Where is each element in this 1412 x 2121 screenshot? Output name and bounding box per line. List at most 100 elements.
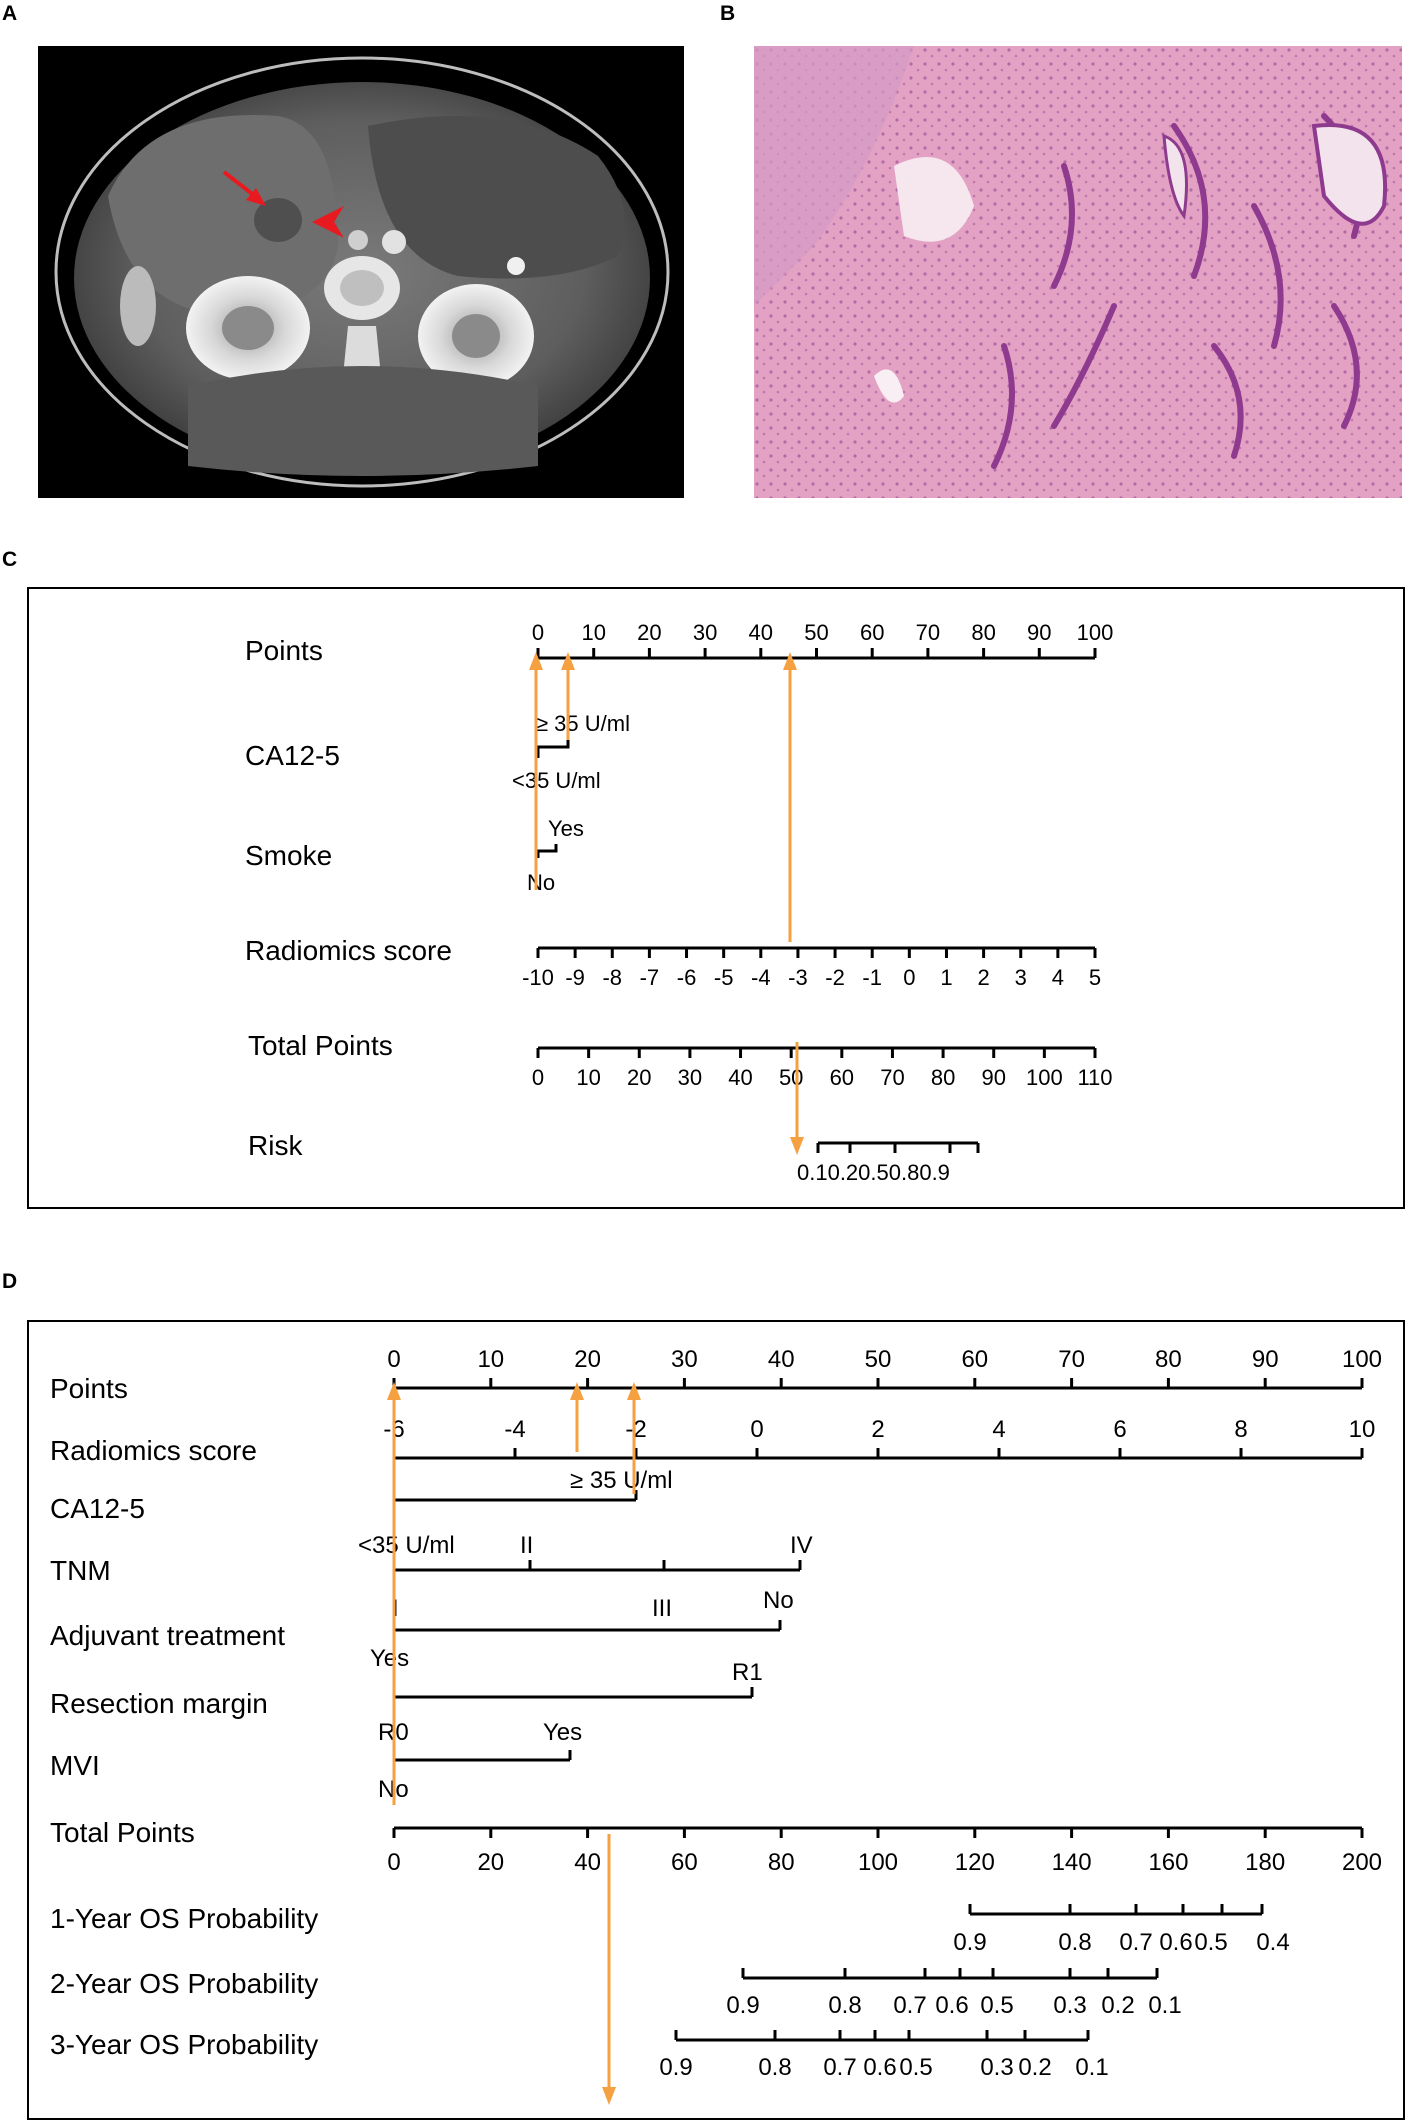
d-total-tick-label: 200 bbox=[1342, 1849, 1382, 1876]
d-points-tick-label: 0 bbox=[387, 1346, 400, 1373]
d-total-tick-label: 40 bbox=[574, 1849, 601, 1876]
d-tnm-ii-label: II bbox=[520, 1532, 533, 1559]
d-os1-tick-label: 0.4 bbox=[1256, 1929, 1289, 1956]
c-arrow-smoke-head-icon bbox=[529, 652, 543, 670]
d-arrow-probability-head-icon bbox=[602, 2087, 616, 2105]
c-total-tick-label: 50 bbox=[779, 1065, 803, 1090]
d-os3-tick-label: 0.6 bbox=[863, 2054, 896, 2081]
red-arrow-icon bbox=[246, 188, 266, 206]
c-total-tick-label: 0 bbox=[532, 1065, 544, 1090]
c-arrow-radiomics-head-icon bbox=[783, 652, 797, 670]
d-points-tick-label: 30 bbox=[671, 1346, 698, 1373]
d-os2-tick-label: 0.2 bbox=[1101, 1992, 1134, 2019]
d-total-tick-label: 80 bbox=[768, 1849, 795, 1876]
d-total-tick-label: 160 bbox=[1148, 1849, 1188, 1876]
d-os3-tick-label: 0.1 bbox=[1075, 2054, 1108, 2081]
d-points-tick-label: 20 bbox=[574, 1346, 601, 1373]
d-total-tick-label: 60 bbox=[671, 1849, 698, 1876]
c-total-tick-label: 10 bbox=[576, 1065, 600, 1090]
nomogram-d-row-labels: Points Radiomics score CA12-5 TNM Adjuva… bbox=[50, 1373, 318, 2060]
c-radiomics-tick-label: -2 bbox=[825, 965, 845, 990]
c-ca125-low-label: <35 U/ml bbox=[512, 768, 601, 793]
c-radiomics-tick-label: -5 bbox=[714, 965, 734, 990]
c-radiomics-tick-label: -7 bbox=[640, 965, 660, 990]
c-radiomics-tick-label: 2 bbox=[977, 965, 989, 990]
panel-label-a: A bbox=[2, 2, 18, 25]
c-arrow-risk-head-icon bbox=[790, 1137, 804, 1155]
d-total-tick-label: 0 bbox=[387, 1849, 400, 1876]
c-radiomics-tick-label: 4 bbox=[1052, 965, 1064, 990]
c-radiomics-tick-label: 5 bbox=[1089, 965, 1101, 990]
d-os3-tick-label: 0.9 bbox=[659, 2054, 692, 2081]
d-adj-no-label: No bbox=[763, 1587, 794, 1614]
d-os1-tick-label: 0.8 bbox=[1058, 1929, 1091, 1956]
panel-label-d: D bbox=[2, 1270, 18, 1293]
d-os3-tick-label: 0.5 bbox=[899, 2054, 932, 2081]
d-label-adjuvant: Adjuvant treatment bbox=[50, 1620, 285, 1651]
c-points-tick-label: 60 bbox=[860, 620, 884, 645]
d-os2-tick-label: 0.8 bbox=[828, 1992, 861, 2019]
d-label-os1: 1-Year OS Probability bbox=[50, 1903, 318, 1934]
d-margin-r1-label: R1 bbox=[732, 1659, 763, 1686]
d-adj-yes-label: Yes bbox=[370, 1645, 409, 1672]
d-radiomics-tick-label: 0 bbox=[750, 1416, 763, 1443]
d-label-ca125: CA12-5 bbox=[50, 1493, 145, 1524]
c-total-tick-label: 60 bbox=[830, 1065, 854, 1090]
d-radiomics-tick-label: 10 bbox=[1349, 1416, 1376, 1443]
c-points-tick-label: 50 bbox=[804, 620, 828, 645]
c-risk-tick-labels: 0.10.20.50.80.9 bbox=[797, 1160, 950, 1185]
c-radiomics-tick-label: -6 bbox=[677, 965, 697, 990]
c-radiomics-tick-label: -4 bbox=[751, 965, 771, 990]
c-points-tick-label: 100 bbox=[1077, 620, 1114, 645]
c-category-labels: ≥ 35 U/ml <35 U/ml Yes No bbox=[512, 711, 630, 895]
d-os2-tick-label: 0.5 bbox=[980, 1992, 1013, 2019]
d-label-total: Total Points bbox=[50, 1817, 195, 1848]
d-label-points: Points bbox=[50, 1373, 128, 1404]
d-label-os2: 2-Year OS Probability bbox=[50, 1968, 318, 1999]
d-os1-tick-label: 0.5 bbox=[1194, 1929, 1227, 1956]
d-mvi-yes-label: Yes bbox=[543, 1719, 582, 1746]
d-points-tick-label: 10 bbox=[477, 1346, 504, 1373]
d-points-tick-label: 40 bbox=[768, 1346, 795, 1373]
d-os3-tick-label: 0.3 bbox=[980, 2054, 1013, 2081]
c-points-tick-label: 90 bbox=[1027, 620, 1051, 645]
d-os1-tick-label: 0.6 bbox=[1159, 1929, 1192, 1956]
c-points-tick-label: 70 bbox=[916, 620, 940, 645]
c-points-tick-label: 80 bbox=[971, 620, 995, 645]
c-total-tick-label: 110 bbox=[1077, 1065, 1112, 1090]
c-smoke-no-label: No bbox=[527, 870, 555, 895]
c-points-tick-label: 0 bbox=[532, 620, 544, 645]
d-tnm-iii-label: III bbox=[652, 1595, 672, 1622]
c-total-tick-label: 20 bbox=[627, 1065, 651, 1090]
d-points-tick-label: 50 bbox=[865, 1346, 892, 1373]
d-points-tick-label: 70 bbox=[1058, 1346, 1085, 1373]
d-total-tick-label: 100 bbox=[858, 1849, 898, 1876]
c-smoke-yes-label: Yes bbox=[548, 816, 584, 841]
panel-c-frame bbox=[27, 587, 1405, 1209]
d-os2-tick-label: 0.7 bbox=[893, 1992, 926, 2019]
c-label-radiomics: Radiomics score bbox=[245, 935, 452, 966]
c-total-tick-label: 70 bbox=[880, 1065, 904, 1090]
d-radiomics-tick-label: -2 bbox=[625, 1416, 646, 1443]
d-total-tick-label: 140 bbox=[1052, 1849, 1092, 1876]
d-category-labels: ≥ 35 U/ml <35 U/ml II IV I III No Yes R1… bbox=[358, 1467, 813, 1803]
c-ca125-high-label: ≥ 35 U/ml bbox=[536, 711, 630, 736]
c-label-total: Total Points bbox=[248, 1030, 393, 1061]
d-arrow-column-head-icon bbox=[387, 1382, 401, 1400]
d-os3-tick-label: 0.2 bbox=[1018, 2054, 1051, 2081]
c-smoke-axis bbox=[536, 844, 558, 858]
d-label-os3: 3-Year OS Probability bbox=[50, 2029, 318, 2060]
d-os2-tick-label: 0.1 bbox=[1148, 1992, 1181, 2019]
d-os1-tick-label: 0.7 bbox=[1119, 1929, 1152, 1956]
nomogram-c-row-labels: Points CA12-5 Smoke Radiomics score Tota… bbox=[245, 635, 452, 1161]
d-tnm-iv-label: IV bbox=[790, 1532, 813, 1559]
d-points-tick-label: 100 bbox=[1342, 1346, 1382, 1373]
c-radiomics-tick-label: -1 bbox=[862, 965, 882, 990]
c-radiomics-tick-label: 0 bbox=[903, 965, 915, 990]
d-points-tick-label: 90 bbox=[1252, 1346, 1279, 1373]
d-ca125-high-label: ≥ 35 U/ml bbox=[570, 1467, 673, 1494]
panel-label-b: B bbox=[720, 2, 736, 25]
d-os2-tick-label: 0.6 bbox=[935, 1992, 968, 2019]
